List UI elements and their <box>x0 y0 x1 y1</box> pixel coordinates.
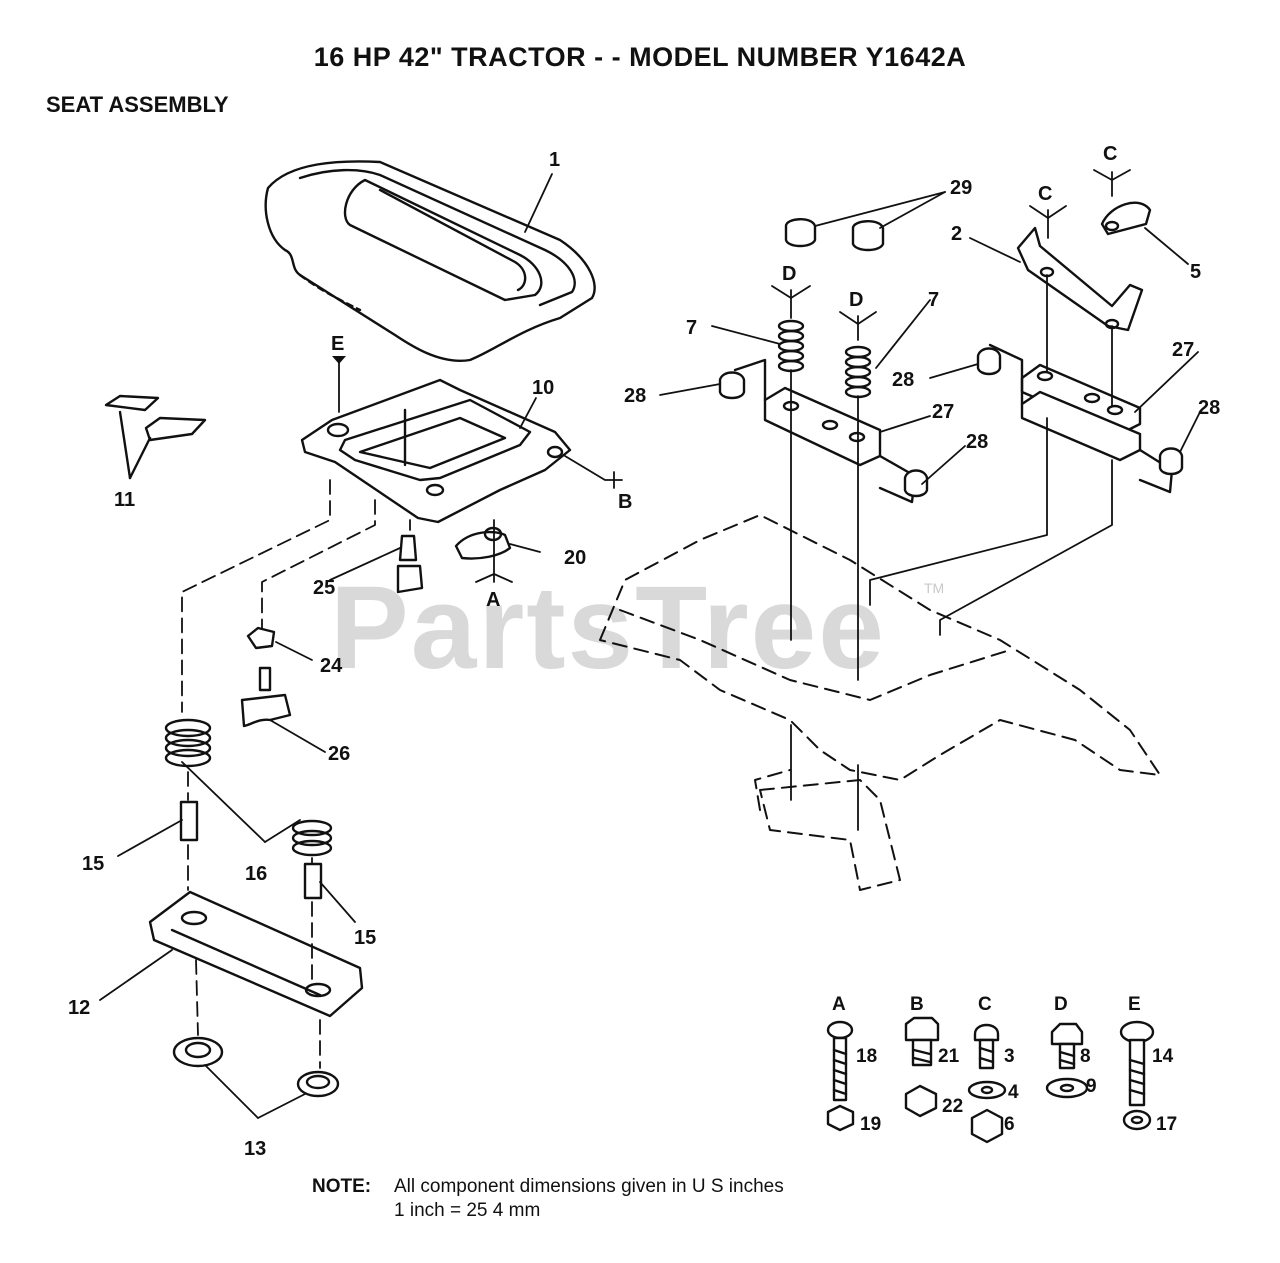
hardware-legend: A 18 19 B 21 22 C 3 4 6 D 8 9 E 14 17 <box>832 994 1177 1135</box>
bumpers <box>784 218 885 252</box>
seat-base <box>148 890 364 1018</box>
callout-27b: 27 <box>1172 339 1194 361</box>
callout-28c: 28 <box>966 431 988 453</box>
callout-13: 13 <box>244 1138 266 1160</box>
letter-c-left: C <box>1038 183 1052 205</box>
callout-2: 2 <box>951 223 962 245</box>
spring-stack <box>777 319 872 399</box>
watermark-tm: TM <box>924 580 945 596</box>
callout-20: 20 <box>564 547 586 569</box>
bushings <box>172 1036 340 1098</box>
hardware-group-d <box>1045 1022 1089 1099</box>
note-label: NOTE: <box>312 1176 372 1197</box>
callout-1: 1 <box>549 149 560 171</box>
leader-lines <box>99 169 1201 1119</box>
letter-a: A <box>486 589 500 611</box>
letter-e: E <box>331 333 344 355</box>
mount-rails <box>733 343 1174 504</box>
rubber-bushings <box>718 347 1184 498</box>
seat-cushion <box>264 160 596 362</box>
letter-b: B <box>618 491 632 513</box>
callout-29: 29 <box>950 177 972 199</box>
callout-26: 26 <box>328 743 350 765</box>
hardware-part-8: 8 <box>1080 1046 1091 1067</box>
hardware-part-21: 21 <box>938 1046 960 1067</box>
dimension-note: NOTE: All component dimensions given in U… <box>312 1176 784 1221</box>
hardware-part-4: 4 <box>1008 1082 1019 1103</box>
hardware-letter-b: B <box>910 994 924 1015</box>
hardware-part-19: 19 <box>860 1114 881 1135</box>
clamp <box>454 526 512 560</box>
callout-11: 11 <box>114 489 135 511</box>
dashed-assembly-lines <box>181 479 411 1069</box>
seat-clips <box>104 394 207 480</box>
springs <box>164 718 333 857</box>
nut-and-knob <box>240 626 292 728</box>
callout-25: 25 <box>313 577 335 599</box>
hardware-group-b <box>904 1016 940 1118</box>
note-line-2: 1 inch = 25 4 mm <box>394 1200 541 1221</box>
hardware-group-e <box>1119 1020 1155 1131</box>
letter-c-right: C <box>1103 143 1117 165</box>
letter-d-left: D <box>782 263 796 285</box>
callout-12: 12 <box>68 997 90 1019</box>
callout-27a: 27 <box>932 401 954 423</box>
callout-10: 10 <box>532 377 554 399</box>
hardware-group-a <box>826 1020 855 1132</box>
hardware-letter-c: C <box>978 994 992 1015</box>
callout-15a: 15 <box>82 853 104 875</box>
seat-pan <box>300 378 572 524</box>
center-lines <box>790 274 1113 831</box>
hardware-part-18: 18 <box>856 1046 877 1067</box>
pins <box>179 800 323 900</box>
hardware-part-3: 3 <box>1004 1046 1015 1067</box>
callout-28d: 28 <box>1198 397 1220 419</box>
note-line-1: All component dimensions given in U S in… <box>394 1176 784 1197</box>
hardware-letter-e: E <box>1128 994 1141 1015</box>
hardware-part-6: 6 <box>1004 1114 1015 1135</box>
callout-7a: 7 <box>686 317 697 339</box>
hardware-part-14: 14 <box>1152 1046 1174 1067</box>
hinge-bracket <box>1016 201 1152 332</box>
callout-labels: 1 2 5 7 7 10 11 12 13 15 15 16 20 24 25 … <box>68 143 1220 1160</box>
hardware-part-9: 9 <box>1086 1076 1097 1097</box>
hardware-part-22: 22 <box>942 1096 963 1117</box>
page-title: 16 HP 42" TRACTOR - - MODEL NUMBER Y1642… <box>313 42 967 72</box>
callout-5: 5 <box>1190 261 1201 283</box>
hardware-letter-d: D <box>1054 994 1068 1015</box>
callout-16: 16 <box>245 863 267 885</box>
fender-outline <box>599 514 1161 891</box>
callout-15b: 15 <box>354 927 376 949</box>
hardware-group-c <box>967 1023 1007 1144</box>
callout-28a: 28 <box>624 385 646 407</box>
callout-28b: 28 <box>892 369 914 391</box>
hardware-letter-a: A <box>832 994 846 1015</box>
hardware-part-17: 17 <box>1156 1114 1177 1135</box>
callout-7b: 7 <box>928 289 939 311</box>
section-title: SEAT ASSEMBLY <box>46 92 229 117</box>
shoulder-bolt <box>396 534 424 594</box>
callout-24: 24 <box>320 655 343 677</box>
letter-d-right: D <box>849 289 863 311</box>
